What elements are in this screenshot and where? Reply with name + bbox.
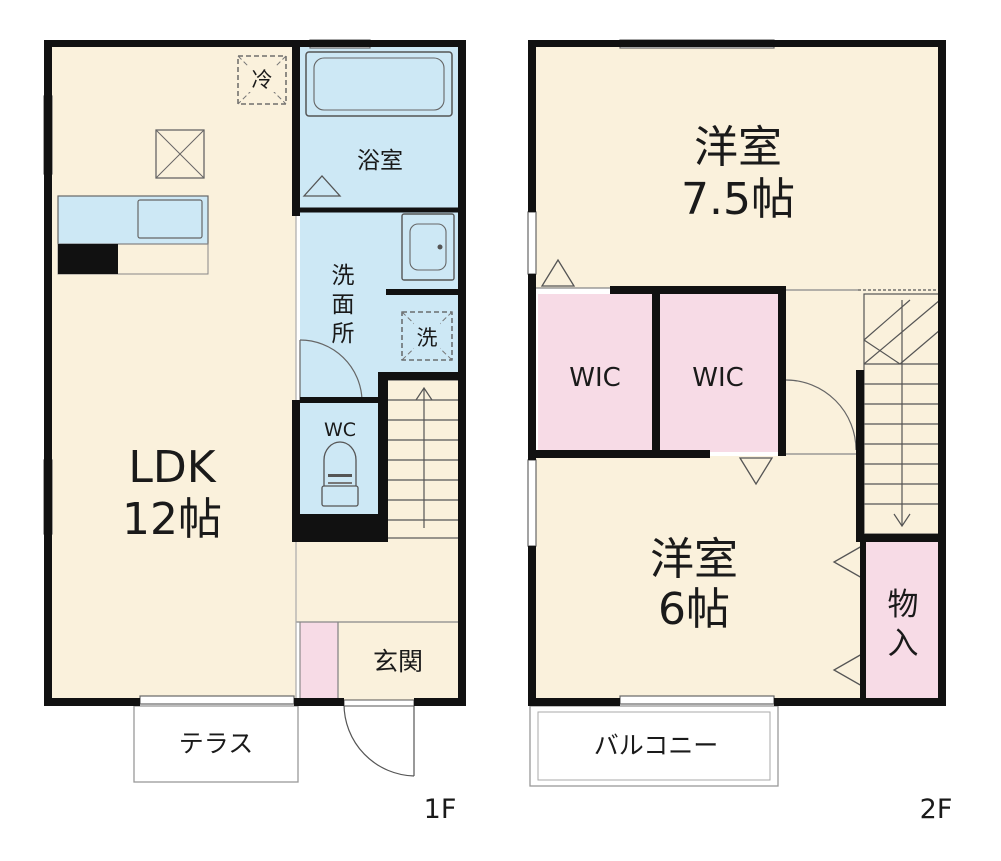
hall-door-swing (785, 379, 857, 451)
wash-basin-icon (401, 213, 455, 281)
walls-2f (528, 40, 946, 706)
washer-label: 洗 (417, 326, 438, 350)
stair-hall-floor (296, 538, 462, 622)
room-label-ldk: LDK (128, 442, 216, 493)
entrance-door-swing (343, 703, 415, 777)
washer-space (401, 311, 453, 361)
room-label-wic-2: WIC (692, 363, 744, 393)
floor-1-plan: 冷 洗 (43, 39, 466, 825)
washroom-door-swing (299, 339, 363, 401)
western-large-floor (536, 46, 940, 288)
door-marker-wic-2 (738, 457, 774, 486)
room-label-wic-1: WIC (569, 363, 621, 393)
floor-2-plan: 洋室 7.5帖 WIC WIC 洋室 6帖 物 入 バルコニー 2F (527, 39, 953, 825)
room-label-wc: WC (324, 419, 356, 441)
vent-icon (155, 129, 205, 179)
bathtub-icon (305, 51, 453, 117)
entrance-floor (338, 622, 462, 700)
terrace (133, 705, 299, 783)
room-label-balcony: バルコニー (594, 731, 719, 760)
fridge-space (237, 55, 287, 105)
room-label-western-large: 洋室 (694, 122, 782, 173)
kitchen-wall-block (58, 244, 118, 274)
room-label-storage-1: 物 (888, 587, 919, 623)
storage-floor (866, 540, 940, 700)
bath-door-marker (302, 175, 342, 197)
walls-1f (44, 40, 466, 706)
bath-floor (300, 46, 462, 210)
kitchen-sink-icon (137, 199, 203, 239)
room-size-western-small: 6帖 (658, 584, 730, 635)
room-label-bath: 浴室 (357, 148, 403, 174)
balcony (529, 705, 779, 787)
room-label-terrace: テラス (179, 729, 254, 758)
kitchen-counter (57, 195, 209, 245)
room-size-ldk: 12帖 (122, 494, 222, 545)
door-marker-large-room (540, 258, 576, 287)
room-size-western-large: 7.5帖 (681, 174, 795, 225)
room-label-washroom-1: 洗 (332, 263, 355, 289)
room-label-washroom-2: 面 (332, 292, 355, 318)
washroom-floor (300, 210, 462, 400)
floor-label-2f: 2F (920, 794, 953, 825)
toilet-icon (323, 441, 357, 486)
wc-floor (300, 400, 380, 514)
room-label-entrance: 玄関 (373, 647, 423, 676)
ldk-floor (52, 46, 296, 700)
floor-label-1f: 1F (424, 794, 457, 825)
stairs-1f (385, 379, 463, 539)
room-label-washroom-3: 所 (332, 321, 355, 347)
room-label-storage-2: 入 (888, 626, 919, 662)
wic-1-floor (538, 294, 652, 452)
toilet-tank (321, 485, 359, 507)
fridge-label: 冷 (252, 68, 273, 92)
shoe-cabinet (299, 621, 339, 701)
room-label-western-small: 洋室 (650, 534, 738, 585)
wic-2-floor (660, 294, 778, 452)
